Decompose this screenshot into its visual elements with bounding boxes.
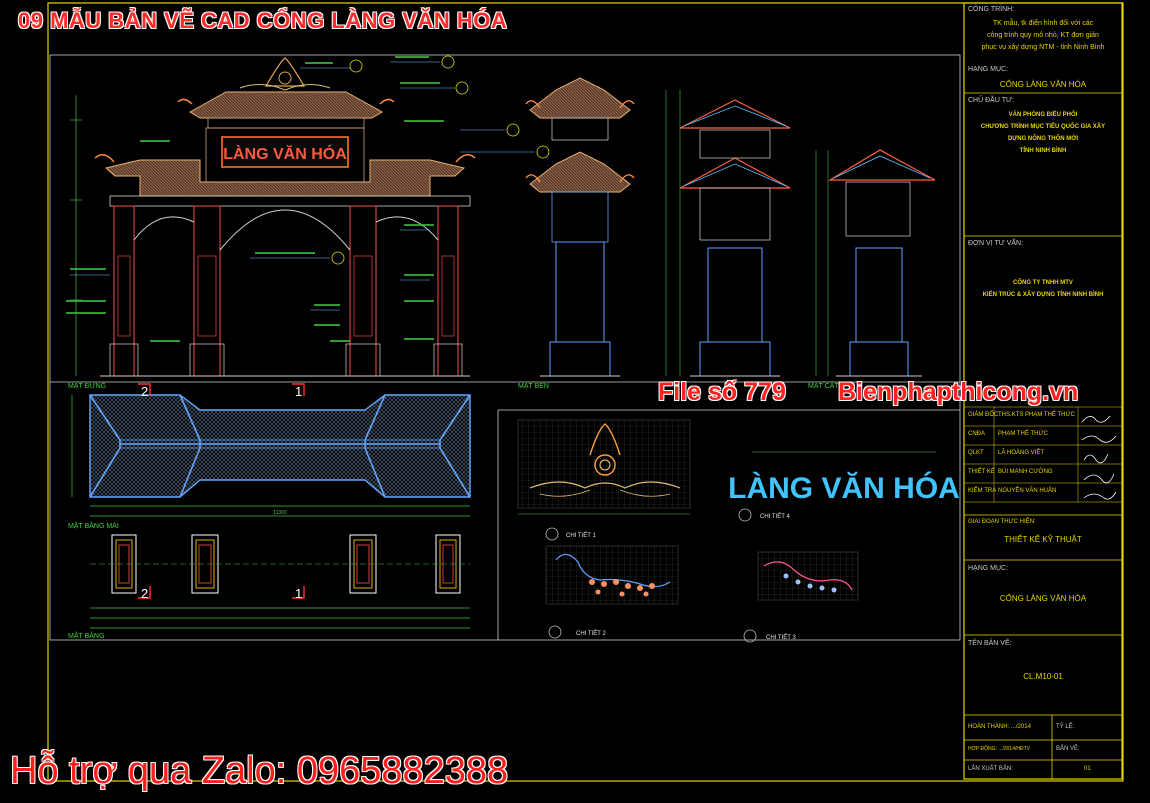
detail-2-label: CHI TIẾT 2: [548, 625, 606, 639]
chu-dau-tu-label: CHỦ ĐẦU TƯ:: [968, 97, 1014, 104]
label-mat-bang-mai: MẶT BẰNG MÁI: [68, 521, 119, 530]
detail-4-label: CHI TIẾT 4: [738, 508, 790, 522]
hang-muc2-label: HẠNG MỤC:: [968, 565, 1009, 572]
side-elevation: [525, 77, 635, 377]
overlay-site: Bienphapthicong.vn: [838, 378, 1079, 406]
overlay-title: 09 MẪU BẢN VẼ CAD CỔNG LÀNG VĂN HÓA: [18, 8, 508, 33]
label-mat-bang: MẶT BẰNG: [68, 631, 104, 640]
ban-ve: BẢN VẼ:: [1056, 746, 1080, 752]
section-marker-1-bottom: 1: [292, 586, 305, 601]
label-mat-ben: MẶT BÊN: [518, 381, 549, 390]
hop-dong: HỢP ĐỒNG: .../2014/HĐTV: [968, 746, 1030, 752]
label-mat-dung: MẶT ĐỨNG: [68, 381, 106, 390]
section-marker-2-bottom: 2: [138, 586, 151, 601]
svg-text:CHI TIẾT 2: CHI TIẾT 2: [576, 630, 606, 637]
chu-dau-tu-line-4: TỈNH NINH BÌNH: [1019, 148, 1067, 154]
cong-trinh-label: CÔNG TRÌNH:: [968, 6, 1015, 13]
detail-1-ornament: [517, 419, 691, 515]
roof-plan: 11300: [71, 394, 471, 517]
lan-xuat-ban: LẦN XUẤT BẢN:: [968, 766, 1013, 772]
svg-text:CHI TIẾT 3: CHI TIẾT 3: [766, 634, 796, 641]
section-marker-1-top: 1: [292, 383, 305, 399]
overlay-zalo-support: Hỗ trợ qua Zalo: 0965882388: [10, 750, 509, 792]
svg-text:2: 2: [141, 384, 148, 399]
svg-text:CHI TIẾT 1: CHI TIẾT 1: [566, 532, 596, 539]
hang-muc2-value: CỔNG LÀNG VĂN HÓA: [999, 594, 1087, 603]
don-vi-label: ĐƠN VỊ TƯ VẤN:: [968, 240, 1024, 247]
svg-text:2: 2: [141, 586, 148, 601]
chu-dau-tu-line-3: DỰNG NÔNG THÔN MỚI: [1007, 136, 1079, 142]
role-row-3: QLKT LÃ HOÀNG VIỆT: [968, 450, 1045, 456]
section-views: [665, 90, 936, 377]
role-row-5: KIỂM TRA NGUYỄN VĂN HUẤN: [968, 488, 1057, 494]
hang-muc-label: HẠNG MỤC:: [968, 66, 1009, 73]
giai-doan-value: THIẾT KẾ KỸ THUẬT: [1004, 535, 1082, 544]
cong-trinh-line-3: phục vụ xây dựng NTM - tỉnh Ninh Bình: [981, 44, 1105, 51]
ten-ban-ve-value: CL.M10-01: [1023, 672, 1063, 681]
title-block: [963, 2, 1123, 780]
big-sign-text: LÀNG VĂN HÓA: [728, 471, 960, 505]
overlay-file-label: File số 779: [658, 378, 786, 406]
chu-dau-tu-line-1: VĂN PHÒNG ĐIỀU PHỐI: [1008, 112, 1078, 118]
section-marker-2-top: 2: [138, 383, 151, 399]
svg-text:CHI TIẾT 4: CHI TIẾT 4: [760, 513, 790, 520]
don-vi-line-2: KIẾN TRÚC & XÂY DỰNG TỈNH NINH BÌNH: [982, 292, 1104, 298]
cong-trinh-line-2: công trình quy mô nhỏ, KT đơn giản: [987, 32, 1099, 39]
svg-text:1: 1: [295, 384, 302, 399]
svg-text:1: 1: [295, 586, 302, 601]
detail-3-label: CHI TIẾT 3: [743, 629, 796, 643]
cong-trinh-line-1: TK mẫu, tk điển hình đối với các: [992, 20, 1094, 27]
role-row-4: THIẾT KẾ BÙI MẠNH CƯỜNG: [968, 469, 1053, 475]
gate-sign-text: LÀNG VĂN HÓA: [223, 144, 347, 163]
drawing-area-border: [49, 54, 961, 641]
giai-doan-label: GIAI ĐOẠN THỰC HIỆN:: [968, 519, 1036, 525]
detail-4-sign: LÀNG VĂN HÓA: [728, 451, 960, 505]
front-elevation: LÀNG VĂN HÓA: [66, 55, 550, 377]
chu-dau-tu-line-2: CHƯƠNG TRÌNH MỤC TIÊU QUỐC GIA XÂY: [980, 124, 1106, 130]
dim-total: 11300: [273, 510, 287, 516]
role-row-1: GIÁM ĐỐC THS.KTS PHẠM THẾ THỨC: [968, 412, 1075, 418]
floor-plan: [90, 534, 470, 629]
detail-3-cloud: [757, 551, 859, 601]
hoan-thanh: HOÀN THÀNH: .../2014: [968, 724, 1031, 730]
hang-muc-value: CỔNG LÀNG VĂN HÓA: [999, 80, 1087, 89]
label-mat-cat: MẶT CẮT: [808, 381, 839, 390]
signatures: [1081, 415, 1117, 500]
title-block-text: CÔNG TRÌNH: TK mẫu, tk điển hình đối với…: [966, 0, 1122, 780]
don-vi-line-1: CÔNG TY TNHH MTV: [1013, 280, 1073, 286]
detail-1-label: CHI TIẾT 1: [545, 527, 596, 541]
ty-le: TỶ LỆ:: [1056, 724, 1075, 730]
sheet-border: [47, 2, 1124, 782]
role-row-2: CNĐA PHẠM THẾ THỨC: [968, 431, 1048, 437]
gate-signboard: [221, 136, 349, 168]
ten-ban-ve-label: TÊN BẢN VẼ:: [968, 640, 1012, 647]
lan-xuat-ban-value: 01: [1084, 766, 1091, 772]
roof-ornament: [239, 57, 331, 91]
detail-2-cloud: [545, 545, 679, 605]
